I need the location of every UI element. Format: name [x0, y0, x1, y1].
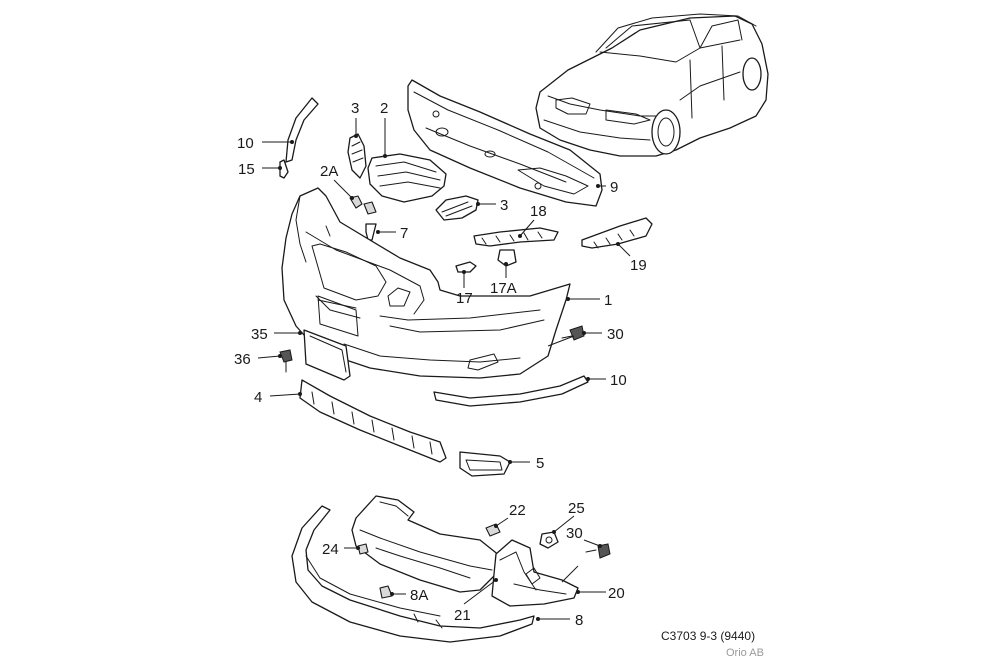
part-19-side-bracket[interactable] — [581, 217, 653, 249]
part-30-screw-icon-upper[interactable] — [561, 325, 585, 341]
part-21-underbody-tray[interactable] — [351, 495, 501, 593]
part-25-grommet-icon[interactable] — [539, 531, 559, 549]
part-36-screw-icon[interactable] — [279, 349, 293, 373]
part-9-bumper-reinforcement[interactable] — [407, 79, 603, 207]
callout-labels: 10 15 3 2 2A 7 3 9 18 19 17 17A 1 30 35 … — [234, 100, 647, 629]
callout-35: 35 — [251, 326, 268, 343]
diagram-reference-code: C3703 9-3 (9440) — [661, 629, 756, 643]
copyright-notice: Orio AB — [726, 647, 764, 659]
callout-36: 36 — [234, 351, 251, 368]
callout-4: 4 — [254, 389, 262, 406]
callout-5: 5 — [536, 455, 544, 472]
car-thumbnail-icon — [535, 13, 769, 157]
callout-3-right: 3 — [500, 197, 508, 214]
part-35-license-plate-bracket[interactable] — [303, 329, 351, 381]
callout-15: 15 — [238, 161, 255, 178]
callout-22: 22 — [509, 502, 526, 519]
part-17a-cover-cap[interactable] — [497, 249, 517, 267]
part-10-upper-trim-strip[interactable] — [285, 97, 319, 163]
callout-17: 17 — [456, 290, 473, 307]
part-4-lower-grille-carrier[interactable] — [299, 379, 447, 463]
leader-lines — [257, 118, 631, 621]
part-30-screw-icon-lower[interactable] — [585, 543, 611, 559]
part-1-bumper-cover[interactable] — [281, 187, 571, 379]
part-18-bracket-strip[interactable] — [473, 227, 559, 247]
callout-30-lower: 30 — [566, 525, 583, 542]
callout-9: 9 — [610, 179, 618, 196]
part-8-front-spoiler-lip[interactable] — [291, 505, 535, 643]
callout-3-left: 3 — [351, 100, 359, 117]
part-3-side-grille-right[interactable] — [435, 195, 479, 221]
callout-20: 20 — [608, 585, 625, 602]
part-20-side-splash-guard[interactable] — [491, 539, 579, 607]
callout-21: 21 — [454, 607, 471, 624]
callout-1: 1 — [604, 292, 612, 309]
callout-25: 25 — [568, 500, 585, 517]
callout-2: 2 — [380, 100, 388, 117]
part-24-clip-icon[interactable] — [357, 543, 369, 555]
part-15-small-trim[interactable] — [279, 159, 289, 179]
part-3-side-grille-left[interactable] — [347, 133, 367, 179]
part-17-cover-cap[interactable] — [455, 261, 477, 273]
part-5-fog-light-cover[interactable] — [459, 451, 511, 477]
part-10-lower-trim-strip[interactable] — [433, 375, 589, 407]
callout-19: 19 — [630, 257, 647, 274]
callout-17a: 17A — [490, 280, 517, 297]
callout-30-upper: 30 — [607, 326, 624, 343]
part-2a-grille-clips[interactable] — [349, 195, 377, 215]
callout-18: 18 — [530, 203, 547, 220]
callout-10-lower: 10 — [610, 372, 627, 389]
callout-10-upper: 10 — [237, 135, 254, 152]
part-8a-clip-icon[interactable] — [379, 585, 393, 599]
callout-24: 24 — [322, 541, 339, 558]
part-2-front-grille[interactable] — [367, 153, 447, 203]
callout-8: 8 — [575, 612, 583, 629]
callout-2a: 2A — [320, 163, 338, 180]
callout-8a: 8A — [410, 587, 428, 604]
callout-7: 7 — [400, 225, 408, 242]
